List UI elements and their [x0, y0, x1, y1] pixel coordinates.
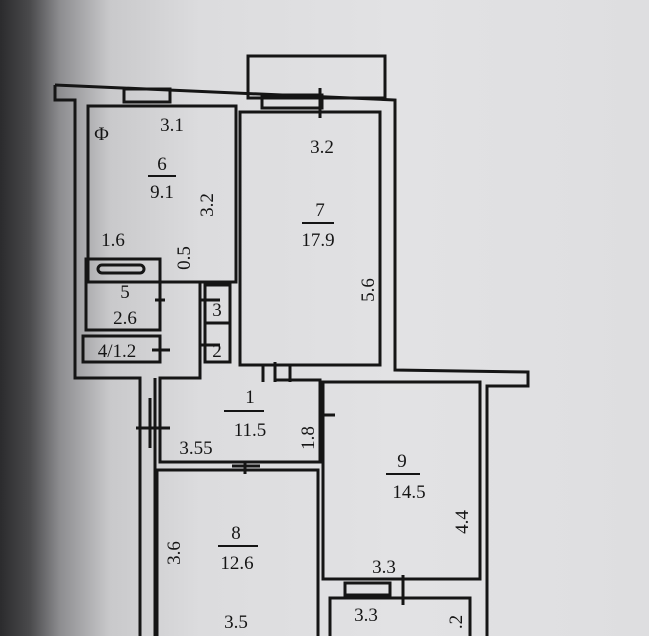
room-7-number: 7: [315, 200, 325, 221]
window-room7: [260, 93, 324, 110]
room-8-number: 8: [231, 523, 241, 544]
dim-balcony-length: .2: [446, 615, 467, 629]
dim-room1-length: 1.8: [298, 426, 319, 450]
bathtub-icon: [96, 263, 146, 275]
room-9-outline: [321, 380, 482, 581]
window-room9: [343, 581, 392, 597]
outer-wall-right: [54, 83, 530, 636]
room-1-number: 1: [245, 387, 255, 408]
walls: [53, 54, 530, 636]
room-6-area: 9.1: [150, 182, 174, 203]
room-5-area: 2.6: [113, 308, 137, 329]
dim-room6-side: 1.6: [101, 230, 125, 251]
dim-room9-width: 3.3: [372, 557, 396, 578]
dim-room1-width: 3.55: [179, 438, 212, 459]
room-8-area: 12.6: [220, 553, 253, 574]
gas-meter-icon: Ф: [94, 124, 109, 145]
room-9-number: 9: [397, 451, 407, 472]
balcony-top: [246, 54, 387, 100]
balcony-bottom: [328, 596, 472, 636]
room-8-outline: [155, 468, 320, 636]
dim-room9-length: 4.4: [452, 510, 473, 534]
room-2-label: 2: [212, 341, 222, 362]
dim-balcony-width: 3.3: [354, 605, 378, 626]
dim-gap: 0.5: [174, 246, 195, 270]
door-marks: [136, 88, 405, 605]
dimension-labels: Ф 3.1 3.2 1.6 0.5 3.2 5.6 3.55 1.8 3.5 3…: [94, 115, 473, 633]
room-5-number: 5: [120, 282, 130, 303]
dim-room8-length: 3.6: [164, 541, 185, 565]
dim-room7-length: 5.6: [358, 278, 379, 302]
room-7-outline: [238, 110, 382, 367]
room-4-label: 4/1.2: [98, 341, 137, 362]
room-6-outline: [86, 104, 238, 284]
dim-room6-length: 3.2: [197, 193, 218, 217]
room-5-outline: [84, 257, 162, 332]
window-room6: [122, 87, 172, 104]
room-7-area: 17.9: [301, 230, 334, 251]
dim-room7-width: 3.2: [310, 137, 334, 158]
room-labels: 6 9.1 7 17.9 5 2.6 4/1.2 3 2 1 11.5 9 14…: [98, 154, 426, 574]
room-3-label: 3: [212, 300, 222, 321]
dim-room8-width: 3.5: [224, 612, 248, 633]
room-6-number: 6: [157, 154, 167, 175]
outer-wall-left: [53, 85, 142, 636]
room-9-area: 14.5: [392, 482, 425, 503]
dim-room6-width: 3.1: [160, 115, 184, 136]
room-1-area: 11.5: [234, 420, 267, 441]
